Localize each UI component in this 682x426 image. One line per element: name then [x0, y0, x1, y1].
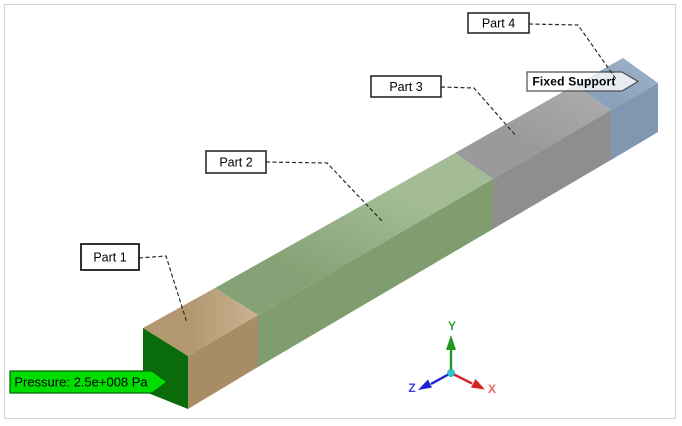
part3-leader-line [440, 86, 517, 137]
part3-label-box[interactable] [370, 75, 442, 98]
part3-callout[interactable]: Part 3 [370, 75, 442, 98]
part2-label-box[interactable] [205, 150, 267, 174]
fixed-support-callout[interactable]: Fixed Support [526, 71, 640, 92]
part4-side-face[interactable] [611, 83, 658, 160]
part2-side-face[interactable] [258, 179, 493, 367]
viewport-frame [4, 4, 676, 419]
y-axis-label[interactable]: Y [448, 319, 456, 333]
part4-label: Part 4 [482, 17, 515, 31]
part2-leader-line [265, 161, 384, 223]
x-axis-arrowhead [471, 379, 485, 390]
orientation-triad[interactable]: Y Z X [408, 319, 496, 396]
part2-label: Part 2 [219, 156, 252, 170]
z-axis-label[interactable]: Z [408, 381, 415, 395]
part1-leader-line [138, 255, 188, 324]
pressure-arrow[interactable] [9, 370, 169, 394]
part3-label: Part 3 [389, 80, 422, 94]
pressure-callout[interactable]: Pressure: 2.5e+008 Pa [9, 370, 169, 394]
x-axis-label[interactable]: X [488, 382, 496, 396]
part1-side-face[interactable] [188, 315, 258, 409]
part4-label-box[interactable] [467, 12, 530, 34]
part1-label: Part 1 [93, 251, 126, 265]
pressure-label: Pressure: 2.5e+008 Pa [14, 375, 148, 390]
part4-leader-line [528, 23, 617, 80]
part2-callout[interactable]: Part 2 [205, 150, 267, 174]
part4-callout[interactable]: Part 4 [467, 12, 530, 34]
x-axis-arrow[interactable] [450, 371, 473, 385]
fixed-support-arrow[interactable] [526, 71, 640, 92]
triad-origin[interactable] [447, 369, 455, 377]
part1-top-face[interactable] [143, 288, 258, 356]
part3-side-face[interactable] [493, 110, 611, 229]
y-axis-arrowhead [446, 335, 456, 350]
z-axis-arrowhead [418, 379, 432, 390]
part3-top-face[interactable] [455, 85, 611, 179]
part1-callout[interactable]: Part 1 [80, 243, 140, 271]
fixed-support-label: Fixed Support [532, 75, 615, 89]
part2-top-face[interactable] [215, 153, 493, 315]
part1-label-box[interactable] [80, 243, 140, 271]
